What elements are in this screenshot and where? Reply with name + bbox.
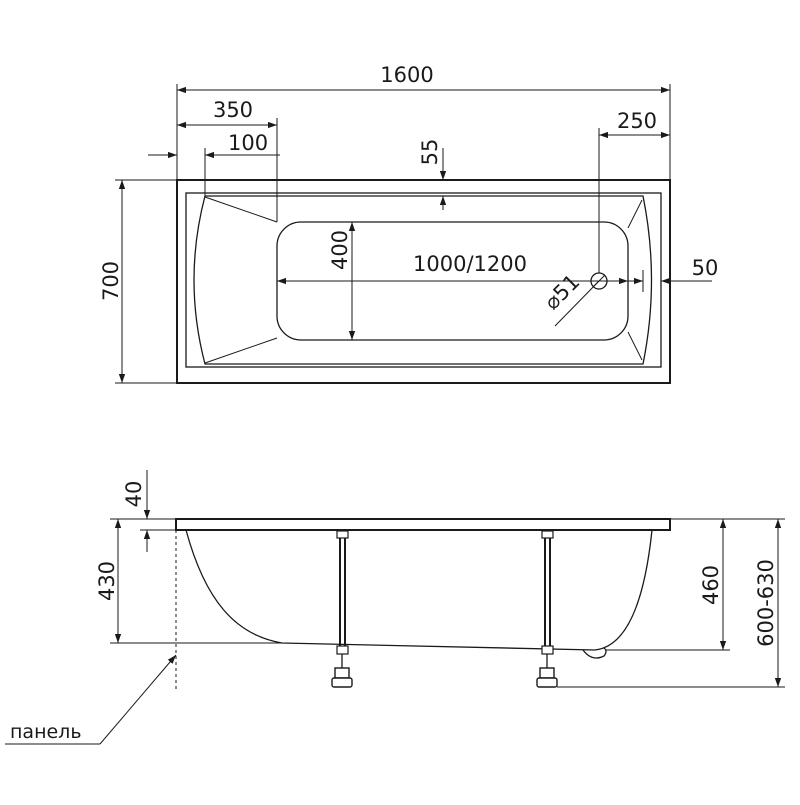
tub-bowl-outline: [193, 195, 653, 365]
dim-overall-width: 700: [99, 261, 123, 301]
corner-line-tr: [627, 199, 643, 229]
corner-line-tl: [204, 196, 278, 223]
dim-overall-length: 1600: [380, 63, 433, 87]
dim-offset-100: 100: [228, 131, 268, 155]
panel-leader-line: [99, 654, 177, 745]
tub-bowl-side: [185, 529, 653, 651]
tub-rim-side: [175, 518, 671, 531]
drain-leader-line: [554, 280, 600, 327]
dim-rim-height: 40: [122, 481, 146, 508]
tub-rim-inner: [185, 192, 662, 368]
leg-right: [536, 530, 558, 688]
corner-line-br: [627, 331, 643, 361]
corner-line-bl: [204, 337, 278, 364]
dim-inner-length: 1000/1200: [413, 252, 527, 276]
dim-bowl-height: 460: [699, 565, 723, 605]
dim-offset-350: 350: [213, 98, 253, 122]
dim-inner-width: 400: [328, 230, 352, 270]
top-view: 1600 350 100 55 250 700 400 1000/1200 ⌀5: [99, 63, 719, 384]
side-view: 40 430 460 600-630 панель: [5, 470, 785, 745]
dim-offset-50: 50: [692, 256, 719, 280]
dim-drain-diameter: ⌀51: [540, 270, 585, 315]
dim-offset-55: 55: [418, 139, 442, 166]
dim-total-height: 600-630: [754, 559, 778, 647]
dim-offset-250: 250: [617, 109, 657, 133]
dim-depth: 430: [95, 561, 119, 601]
panel-label: панель: [10, 721, 82, 743]
leg-left: [331, 530, 353, 688]
